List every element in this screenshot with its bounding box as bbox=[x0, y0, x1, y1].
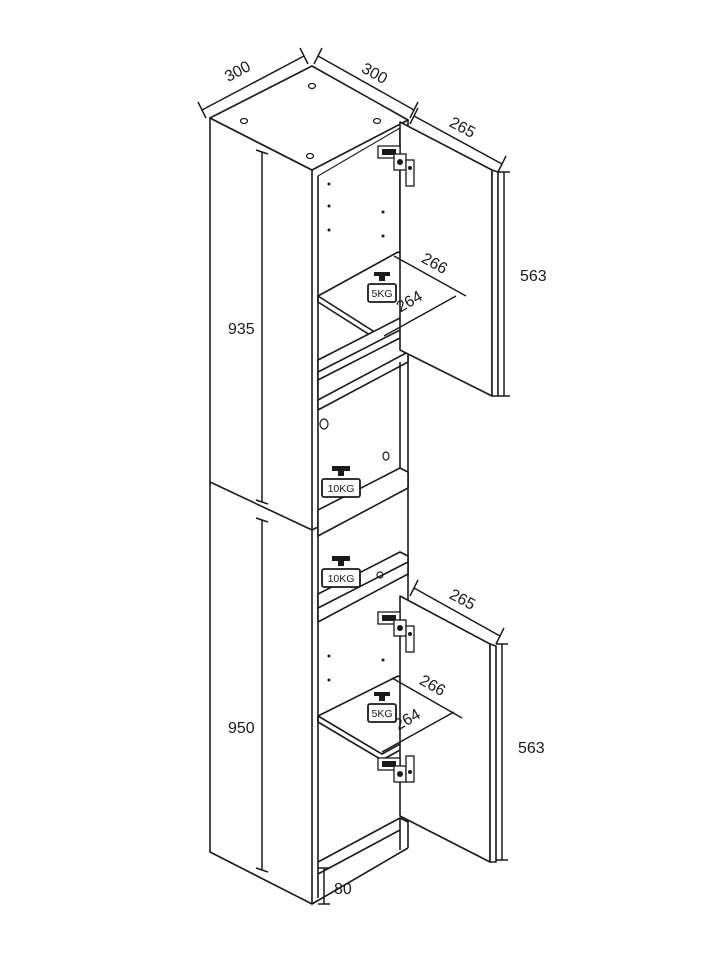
dim-label: 265 bbox=[446, 114, 478, 142]
cam-lock-hole bbox=[319, 418, 329, 430]
weight-label: 10KG bbox=[328, 483, 355, 495]
middle-shelf-upper bbox=[317, 467, 409, 537]
dim-label: 80 bbox=[334, 881, 352, 898]
bottom-plinth bbox=[317, 817, 409, 875]
weight-icon: 5KG bbox=[367, 272, 397, 303]
dim-door-top-depth: 265 bbox=[409, 107, 507, 173]
dim-lower-height: 950 bbox=[228, 517, 269, 873]
module-joint-left bbox=[209, 481, 313, 531]
dim-label: 300 bbox=[222, 58, 254, 86]
dim-label: 935 bbox=[228, 321, 255, 338]
weight-label: 5KG bbox=[371, 288, 392, 300]
left-side-panel bbox=[209, 117, 313, 905]
dim-leg-height: 80 bbox=[318, 867, 352, 905]
dim-door-top-height: 563 bbox=[498, 171, 547, 397]
cabinet-body bbox=[209, 65, 409, 905]
hinge-icon bbox=[377, 611, 415, 653]
dim-label: 300 bbox=[358, 60, 390, 88]
weight-label: 5KG bbox=[371, 708, 392, 720]
dim-label: 265 bbox=[446, 586, 478, 614]
dim-label: 563 bbox=[518, 740, 545, 757]
middle-shelf-lower bbox=[317, 551, 409, 623]
hinge-icon bbox=[377, 145, 415, 187]
shelf-pin-holes-upper bbox=[327, 182, 385, 682]
lower-door bbox=[399, 595, 497, 863]
weight-icon: 10KG bbox=[321, 556, 361, 588]
weight-label: 10KG bbox=[328, 573, 355, 585]
dim-door-bottom-height: 563 bbox=[496, 643, 545, 861]
weight-icon: 5KG bbox=[367, 692, 397, 723]
top-holes bbox=[239, 82, 382, 160]
dim-upper-height: 935 bbox=[228, 149, 269, 505]
upper-door bbox=[399, 121, 499, 397]
dim-label: 563 bbox=[520, 268, 547, 285]
dim-label: 950 bbox=[228, 720, 255, 737]
hinge-icon bbox=[377, 755, 415, 783]
weight-icon: 10KG bbox=[321, 466, 361, 498]
